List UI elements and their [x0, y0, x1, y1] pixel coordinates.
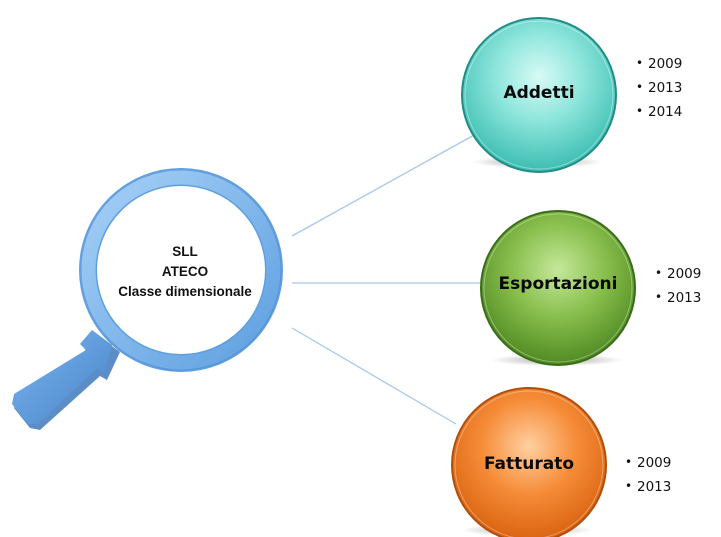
bubble-label-esportazioni: Esportazioni [498, 274, 618, 294]
bubble-label-fatturato: Fatturato [483, 454, 575, 474]
lens-line-ateco: ATECO [161, 264, 209, 279]
year-item: 2014 [636, 100, 682, 124]
year-item: 2013 [636, 76, 682, 100]
lens-text: SLL ATECO Classe dimensionale [100, 242, 270, 302]
connector-fatturato [291, 327, 457, 425]
bubble-addetti [461, 17, 617, 173]
bubble-label-addetti: Addetti [503, 83, 575, 103]
year-item: 2009 [636, 52, 682, 76]
connector-addetti [291, 133, 477, 237]
lens-line-classe: Classe dimensionale [118, 284, 252, 299]
magnifier-ring [79, 168, 283, 372]
year-item: 2013 [655, 286, 701, 310]
year-item: 2009 [655, 262, 701, 286]
lens-line-sll: SLL [172, 244, 198, 259]
magnifier-handle [12, 330, 120, 430]
years-list-addetti: 2009 2013 2014 [636, 52, 682, 124]
bubble-fatturato [451, 387, 607, 537]
years-list-esportazioni: 2009 2013 [655, 262, 701, 310]
bubble-esportazioni [480, 210, 636, 366]
year-item: 2009 [625, 451, 671, 475]
year-item: 2013 [625, 475, 671, 499]
years-list-fatturato: 2009 2013 [625, 451, 671, 499]
